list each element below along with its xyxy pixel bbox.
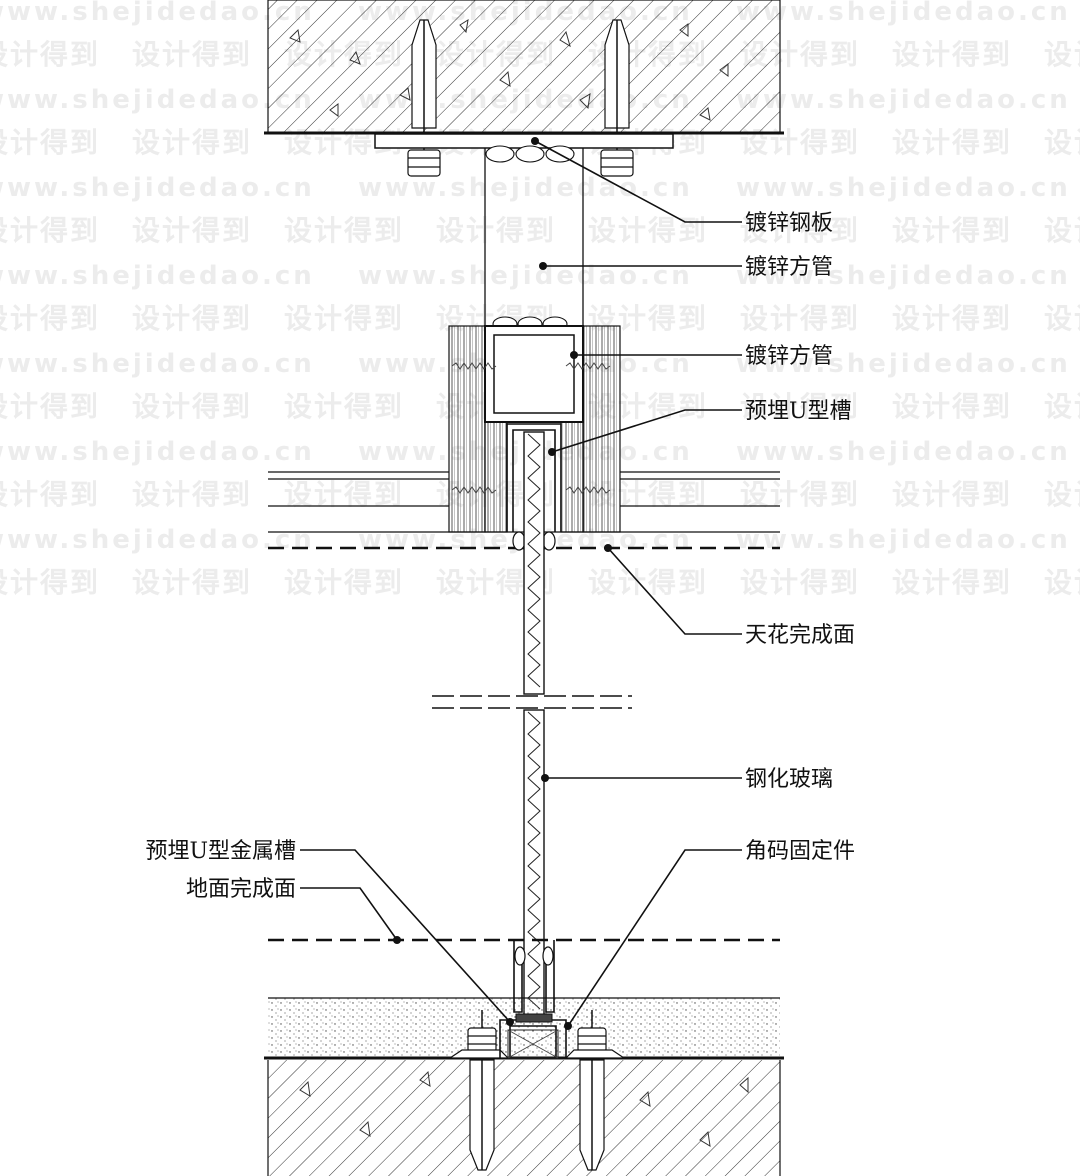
label-galvanized-tube-upper: 镀锌方管 (745, 255, 833, 280)
watermark-text: 设计得到 (0, 390, 100, 423)
watermark-text: 设计得到 (740, 302, 860, 335)
watermark-text: 设计得到 (588, 566, 708, 599)
watermark-text: www.shejidedao.cn (736, 349, 1071, 379)
weld-beads (485, 145, 575, 332)
watermark-text: www.shejidedao.cn (736, 261, 1071, 291)
label-embedded-u-channel: 预埋U型槽 (745, 399, 852, 424)
label-galvanized-tube-box: 镀锌方管 (745, 344, 833, 369)
floor-concrete-slab (267, 1060, 781, 1176)
label-tempered-glass: 钢化玻璃 (745, 767, 833, 792)
watermark-text: 设计得到 (284, 214, 404, 247)
wood-blocking (448, 325, 621, 533)
bottom-gaskets (514, 946, 554, 966)
watermark-text: 设计得到 (132, 390, 252, 423)
floor-screed (268, 938, 780, 1058)
ceiling-concrete-slab (264, 0, 784, 135)
watermark-text: 设计得到 (132, 126, 252, 159)
watermark-text: 设计得到 (892, 126, 1012, 159)
watermark-text: www.shejidedao.cn (736, 85, 1071, 115)
galvanized-steel-plate (374, 133, 674, 149)
watermark-text: www.shejidedao.cn (0, 85, 315, 115)
watermark-text: 设计得到 (892, 478, 1012, 511)
watermark-text: www.shejidedao.cn (736, 0, 1071, 27)
watermark-text: 设计得到 (1044, 126, 1080, 159)
angle-fixing-pieces (513, 940, 555, 1013)
leader-dots (393, 137, 612, 1030)
watermark-text: 设计得到 (892, 390, 1012, 423)
break-line (432, 695, 632, 709)
watermark-text: www.shejidedao.cn (0, 525, 315, 555)
bottom-u-metal-channel (499, 1013, 567, 1059)
label-angle-fixing: 角码固定件 (745, 839, 855, 864)
label-embedded-u-metal-channel: 预埋U型金属槽 (145, 839, 296, 864)
watermark-text: 设计得到 (892, 214, 1012, 247)
watermark-text: 设计得到 (740, 390, 860, 423)
label-galvanized-steel-plate: 镀锌钢板 (745, 211, 833, 236)
bottom-expansion-anchors (448, 1010, 626, 1171)
watermark-text: 设计得到 (0, 566, 100, 599)
watermark-text: 设计得到 (740, 566, 860, 599)
watermark-text: 设计得到 (1044, 38, 1080, 71)
top-gaskets (512, 531, 556, 551)
watermark-text: 设计得到 (0, 302, 100, 335)
watermark-text: www.shejidedao.cn (0, 173, 315, 203)
vertical-galvanized-tube (484, 148, 584, 326)
watermark-text: www.shejidedao.cn (736, 437, 1071, 467)
watermark-text: www.shejidedao.cn (0, 0, 315, 27)
watermark-text: 设计得到 (0, 478, 100, 511)
watermark-text: 设计得到 (1044, 214, 1080, 247)
watermark-text: 设计得到 (1044, 390, 1080, 423)
watermark-text: 设计得到 (0, 214, 100, 247)
watermark-text: 设计得到 (132, 566, 252, 599)
watermark-text: 设计得到 (892, 566, 1012, 599)
watermark-text: 设计得到 (892, 302, 1012, 335)
square-tube-box (484, 325, 584, 423)
top-nuts (407, 149, 634, 177)
watermark-text: 设计得到 (132, 214, 252, 247)
watermark-text: www.shejidedao.cn (736, 525, 1071, 555)
watermark-text: www.shejidedao.cn (0, 261, 315, 291)
watermark-text: www.shejidedao.cn (358, 173, 693, 203)
label-floor-finish: 地面完成面 (186, 877, 296, 902)
label-ceiling-finish: 天花完成面 (745, 623, 855, 648)
watermark-text: 设计得到 (284, 302, 404, 335)
watermark-text: 设计得到 (740, 214, 860, 247)
watermark-text: 设计得到 (1044, 566, 1080, 599)
watermark-text: 设计得到 (1044, 302, 1080, 335)
watermark-text: 设计得到 (0, 38, 100, 71)
leader-lines (300, 140, 742, 1027)
watermark-text: 设计得到 (436, 214, 556, 247)
upper-u-channel (506, 423, 562, 532)
watermark-text: www.shejidedao.cn (736, 173, 1071, 203)
tempered-glass-panel (523, 431, 545, 1021)
watermark-text: www.shejidedao.cn (0, 349, 315, 379)
watermark-text: www.shejidedao.cn (0, 437, 315, 467)
watermark-text: 设计得到 (588, 214, 708, 247)
watermark-text: 设计得到 (284, 566, 404, 599)
watermark-text: 设计得到 (284, 390, 404, 423)
watermark-text: 设计得到 (132, 38, 252, 71)
watermark-text: 设计得到 (0, 126, 100, 159)
watermark-text: 设计得到 (132, 478, 252, 511)
screws (451, 362, 611, 494)
watermark-text: 设计得到 (1044, 478, 1080, 511)
watermark-text: 设计得到 (892, 38, 1012, 71)
watermark-text: 设计得到 (132, 302, 252, 335)
